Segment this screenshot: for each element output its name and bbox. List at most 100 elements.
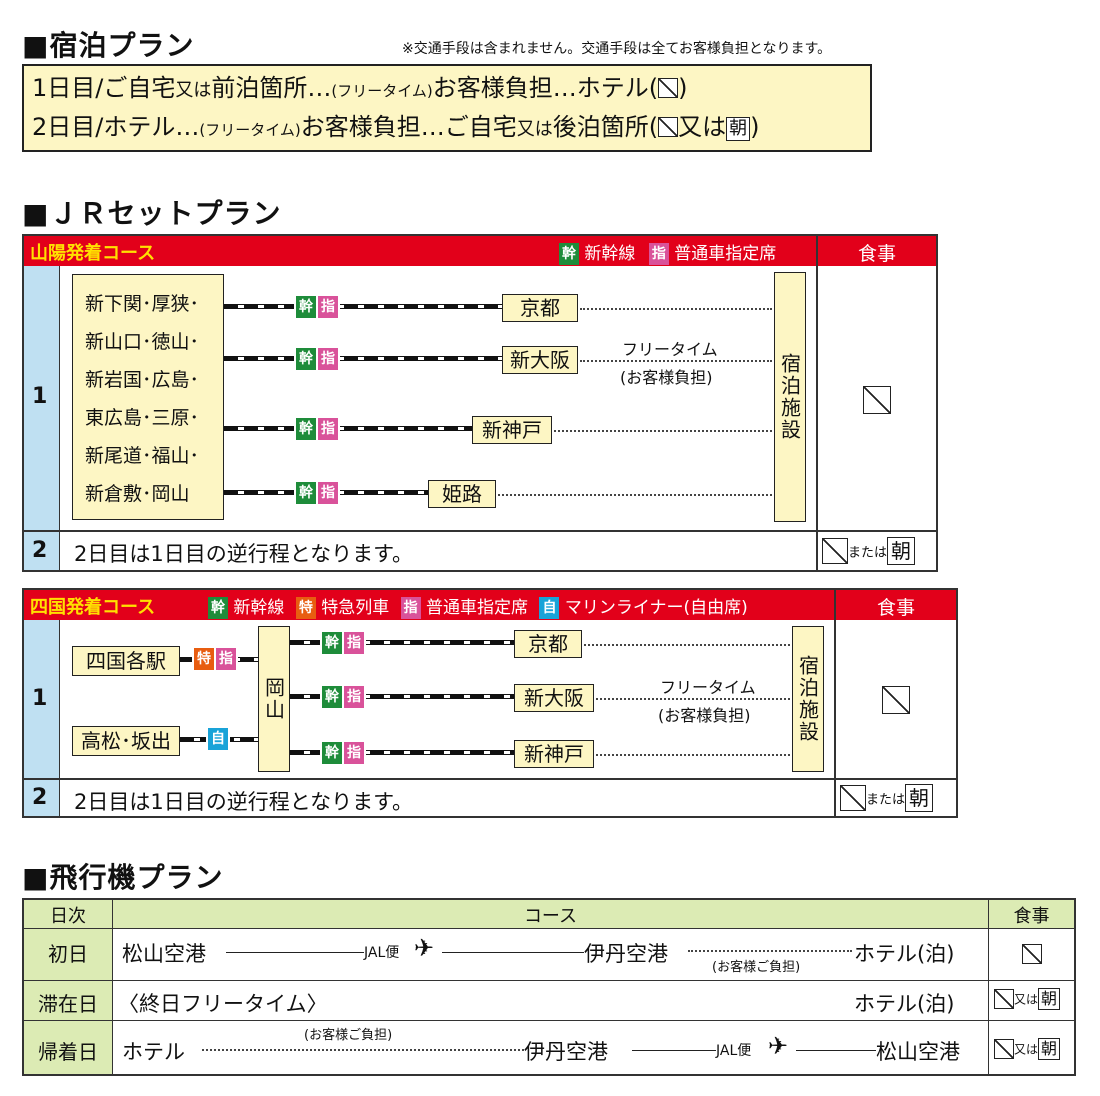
breakfast-icon: 朝 [1038, 988, 1061, 1010]
rail-line [290, 694, 514, 699]
dotted-line [596, 698, 790, 700]
day-first: 初日 [48, 942, 88, 966]
lodging-plan-heading: ■宿泊プラン [22, 29, 195, 62]
station-shin-osaka: 新大阪 [514, 684, 594, 712]
train-badges: 特指 [192, 648, 238, 670]
flight-label: JAL便 [364, 945, 400, 961]
sanyo-day1-cell [24, 266, 60, 530]
air-plan-table: 日次 コース 食事 初日 松山空港 JAL便 ✈ 伊丹空港 (お客様ご負担) ホ… [22, 898, 1076, 1076]
lodging-day2-e: 後泊箇所( [552, 113, 659, 141]
lodging-day2-f: 又は [678, 113, 727, 141]
hotel-stay-label: ホテル(泊) [854, 992, 955, 1016]
train-badges: 幹指 [294, 296, 340, 318]
reserved-seat-badge-icon: 指 [344, 742, 364, 764]
return-meal: 又は朝 [994, 1038, 1061, 1060]
dotted-line [554, 430, 772, 432]
limited-express-badge-icon: 特 [194, 648, 214, 670]
lodging-day1-line: 1日目/ご自宅又は前泊箇所…(フリータイム)お客様負担…ホテル() [32, 70, 862, 109]
shinkansen-badge-icon: 幹 [296, 418, 316, 440]
no-meal-icon [1022, 944, 1042, 964]
dotted-line [202, 1049, 524, 1051]
airport-itami: 伊丹空港 [584, 942, 668, 966]
lodging-plan-box: 1日目/ご自宅又は前泊箇所…(フリータイム)お客様負担…ホテル() 2日目/ホテ… [22, 64, 872, 152]
lodging-day1-c: 前泊箇所… [211, 74, 332, 102]
reserved-seat-badge-icon: 指 [400, 597, 421, 619]
route-line [226, 952, 364, 953]
sanyo-day2-number: 2 [32, 538, 48, 563]
dotted-line [498, 494, 772, 496]
grid-line [24, 980, 1074, 981]
train-badges: 自 [206, 728, 230, 750]
lodging-facility-label: 宿泊施設 [777, 353, 802, 441]
reserved-seat-badge-icon: 指 [344, 632, 364, 654]
lodging-day2-a: 2日目/ホテル… [32, 113, 200, 141]
hotel-stay-label: ホテル(泊) [854, 942, 955, 966]
header-course: コース [523, 906, 578, 927]
dotted-line [580, 360, 772, 362]
no-meal-icon [863, 386, 891, 414]
origin-takamatsu-sakaide: 高松･坂出 [72, 726, 180, 756]
no-meal-icon [882, 686, 910, 714]
self-pay-label: (お客様負担) [620, 368, 713, 387]
header-day: 日次 [50, 906, 86, 927]
shikoku-course-table: 四国発着コース 幹 新幹線 特 特急列車 指 普通車指定席 自 マリンライナー(… [22, 588, 958, 818]
sanyo-origin-item: 新倉敷･岡山 [85, 483, 190, 505]
sanyo-day2-meal: または朝 [822, 537, 916, 565]
reserved-seat-badge-icon: 指 [216, 648, 236, 670]
shinkansen-badge-icon: 幹 [559, 243, 579, 265]
shikoku-meal-header: 食事 [876, 597, 915, 619]
no-meal-icon [994, 989, 1014, 1009]
air-header-row [24, 900, 1074, 928]
or-label: 又は [1014, 992, 1039, 1007]
airport-itami: 伊丹空港 [524, 1040, 608, 1064]
shikoku-lodging-box: 宿泊施設 [792, 626, 824, 772]
shikoku-day2-text: 2日目は1日目の逆行程となります。 [74, 790, 413, 814]
sanyo-day2-cell [24, 532, 60, 570]
sanyo-origin-item: 新山口･徳山･ [85, 331, 200, 353]
shikoku-day-divider [24, 778, 956, 780]
train-badges: 幹指 [320, 742, 366, 764]
shinkansen-badge-icon: 幹 [296, 348, 316, 370]
reserved-seat-badge-icon: 指 [344, 686, 364, 708]
free-time-label: フリータイム [622, 340, 718, 359]
or-label: または [866, 792, 906, 808]
station-kyoto: 京都 [502, 294, 578, 322]
airplane-icon: ✈ [414, 934, 435, 962]
okayama-label: 岡山 [261, 677, 286, 721]
rail-line [290, 750, 514, 755]
station-shin-kobe: 新神戸 [472, 416, 552, 444]
no-meal-icon [822, 538, 848, 564]
shikoku-day2-number: 2 [32, 785, 48, 810]
lodging-day1-e: お客様負担…ホテル( [432, 74, 659, 102]
sanyo-meal-header: 食事 [857, 243, 896, 265]
no-meal-icon [994, 1039, 1014, 1059]
station-himeji: 姫路 [428, 480, 496, 508]
shinkansen-badge-icon: 幹 [322, 686, 342, 708]
no-meal-icon [840, 785, 866, 811]
lodging-note: ※交通手段は含まれません。交通手段は全てお客様負担となります。 [402, 41, 832, 57]
sanyo-legend: 幹 新幹線 指 普通車指定席 [559, 239, 776, 265]
shinkansen-badge-icon: 幹 [296, 296, 316, 318]
route-line [796, 1050, 876, 1051]
lodging-day1-f: ) [678, 74, 688, 102]
day-stay: 滞在日 [38, 992, 98, 1016]
lodging-day1-a: 1日目/ご自宅 [32, 74, 176, 102]
reserved-seat-badge-icon: 指 [318, 418, 338, 440]
dotted-line [688, 950, 852, 952]
lodging-day2-line: 2日目/ホテル…(フリータイム)お客様負担…ご自宅又は後泊箇所(又は朝) [32, 109, 862, 148]
airport-matsuyama: 松山空港 [876, 1040, 960, 1064]
shikoku-day1-number: 1 [32, 686, 48, 711]
stay-meal: 又は朝 [994, 988, 1061, 1010]
grid-line [988, 900, 989, 1074]
sanyo-origin-item: 東広島･三原･ [85, 407, 200, 429]
sanyo-origin-item: 新岩国･広島･ [85, 369, 200, 391]
breakfast-icon: 朝 [726, 117, 751, 141]
sanyo-origin-item: 新下関･厚狭･ [85, 293, 200, 315]
grid-line [112, 900, 113, 1074]
reserved-seat-badge-icon: 指 [648, 243, 669, 265]
no-meal-icon [658, 78, 679, 98]
breakfast-icon: 朝 [887, 537, 916, 565]
route-line [632, 1050, 716, 1051]
meal-divider [834, 590, 836, 816]
station-shin-kobe: 新神戸 [514, 740, 594, 768]
